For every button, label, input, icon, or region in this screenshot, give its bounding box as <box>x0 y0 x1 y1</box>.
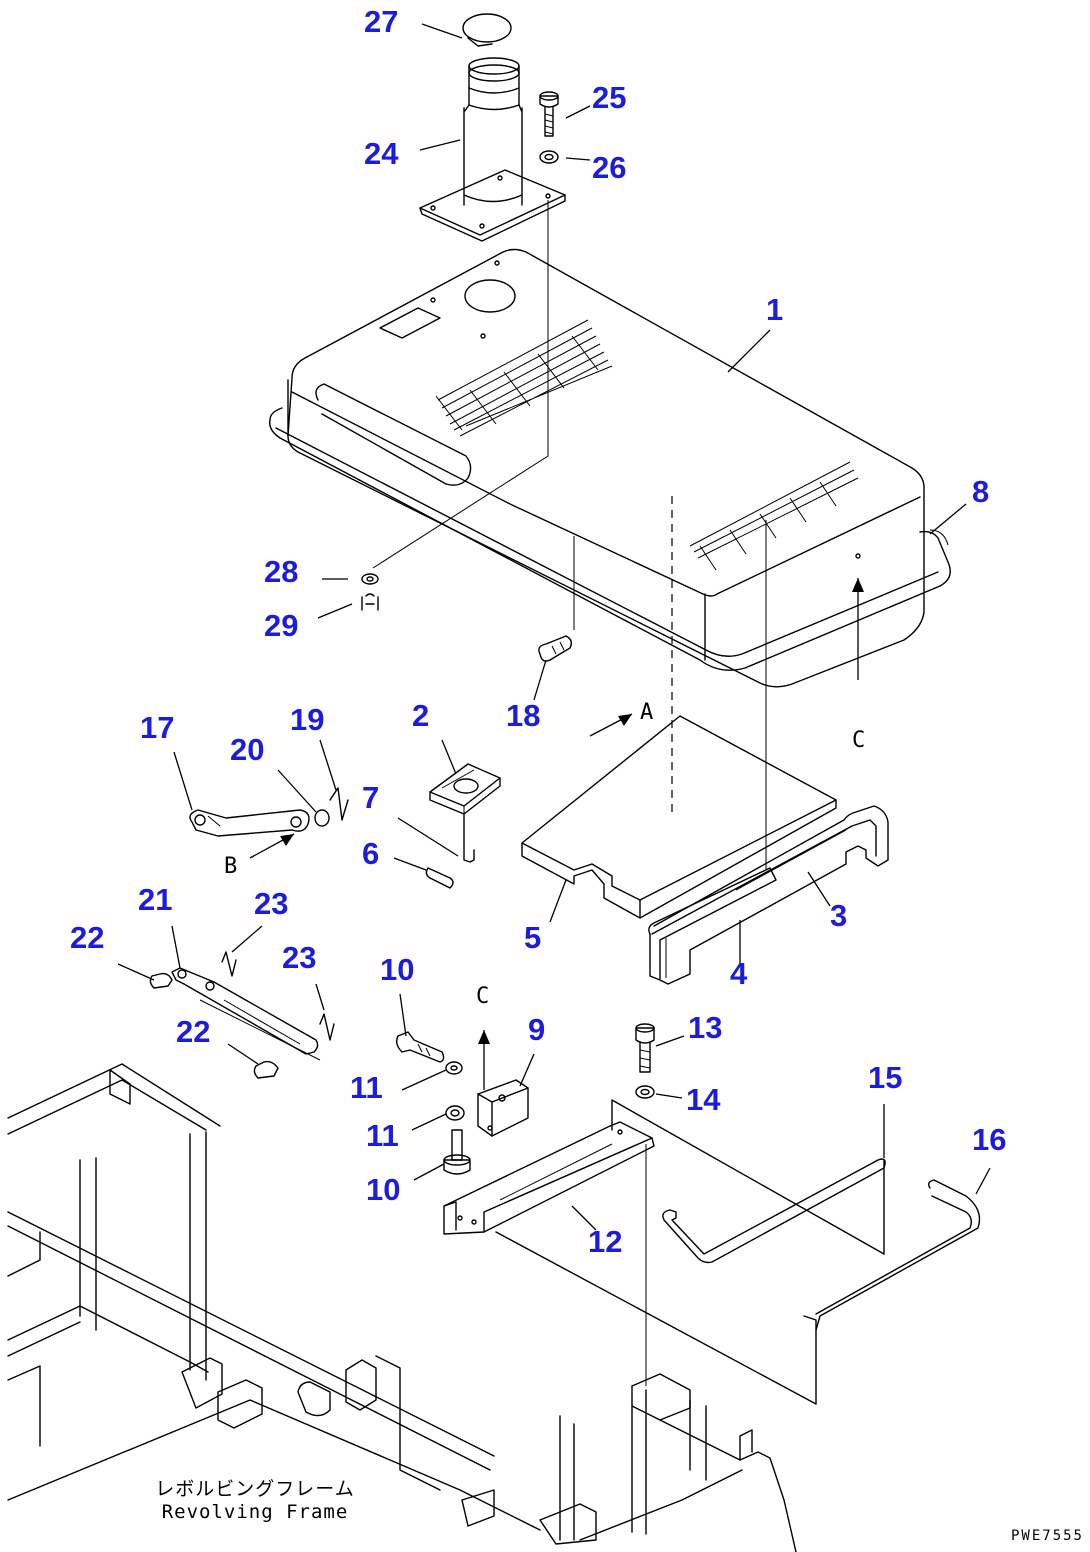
part-11-washer-upper <box>445 1061 463 1075</box>
part-19-clip <box>329 787 349 821</box>
part-29-nut <box>361 593 379 611</box>
part-26-washer <box>539 150 559 164</box>
callout-4: 4 <box>730 956 748 991</box>
reference-letter-c-upper: C <box>852 728 866 753</box>
revolving-frame <box>7 1063 797 1552</box>
part-15-rod <box>662 1158 886 1264</box>
callout-5: 5 <box>524 920 542 955</box>
arrow-to-A <box>589 713 633 737</box>
revolving-frame-label-en: Revolving Frame <box>161 1500 349 1523</box>
callout-26: 26 <box>592 150 627 185</box>
callout-25: 25 <box>592 80 627 115</box>
part-22-bolt-upper <box>149 972 173 989</box>
callout-14: 14 <box>686 1082 721 1117</box>
part-20-collar <box>314 809 330 827</box>
part-9-latch <box>477 1079 529 1137</box>
callout-6: 6 <box>362 836 380 871</box>
part-5-plate <box>521 715 837 919</box>
callout-12: 12 <box>588 1224 623 1259</box>
part-4-bracket <box>648 867 777 985</box>
callout-21: 21 <box>138 882 173 917</box>
callout-23-lower: 23 <box>282 940 317 975</box>
part-1-cover <box>269 248 951 688</box>
arrow-to-B <box>249 833 295 859</box>
part-7-pin <box>463 813 475 863</box>
drawing-code: PWE7555 <box>1010 1528 1084 1544</box>
callout-10-lower: 10 <box>366 1172 401 1207</box>
callout-19: 19 <box>290 702 325 737</box>
callout-1: 1 <box>766 292 784 327</box>
part-13-bolt <box>635 1023 655 1073</box>
callout-2: 2 <box>412 698 430 733</box>
callout-24: 24 <box>364 136 399 171</box>
callout-3: 3 <box>830 898 848 933</box>
callout-11-lower: 11 <box>366 1118 399 1153</box>
part-10-bolt-upper <box>395 1031 445 1063</box>
partition-plate <box>495 1099 885 1405</box>
callout-27: 27 <box>364 4 399 39</box>
callout-16: 16 <box>972 1122 1007 1157</box>
arrow-to-C-upper <box>852 578 864 680</box>
part-28-washer <box>361 573 379 585</box>
callout-22-upper: 22 <box>70 920 105 955</box>
callout-23-upper: 23 <box>254 886 289 921</box>
callout-22-lower: 22 <box>176 1014 211 1049</box>
callout-10-upper: 10 <box>380 952 415 987</box>
part-18-bolt <box>538 635 573 662</box>
part-6-bolt <box>425 867 454 889</box>
callout-17: 17 <box>140 710 175 745</box>
assembly-lines <box>199 200 767 1386</box>
callout-8: 8 <box>972 474 990 509</box>
part-27-cap <box>462 13 512 47</box>
callout-9: 9 <box>528 1012 546 1047</box>
reference-letter-b: B <box>224 854 238 879</box>
part-17-arm <box>189 809 310 837</box>
reference-letter-a: A <box>640 700 654 725</box>
part-12-bracket <box>443 1121 655 1235</box>
arrow-to-C-lower <box>478 1030 490 1090</box>
callout-7: 7 <box>362 780 380 815</box>
callout-15: 15 <box>868 1060 903 1095</box>
part-2-latch-plate <box>429 763 501 815</box>
revolving-frame-label: レボルビングフレーム Revolving Frame <box>150 1478 360 1524</box>
part-3-rail <box>651 805 889 935</box>
part-22-bolt-lower <box>253 1060 279 1079</box>
part-23-clip-lower <box>319 1013 335 1041</box>
part-11-washer-lower <box>445 1105 465 1121</box>
callout-29: 29 <box>264 608 299 643</box>
callout-18: 18 <box>506 698 541 733</box>
part-25-bolt <box>539 91 559 137</box>
part-24-filler-pipe <box>419 57 566 242</box>
part-16-rod <box>815 1179 981 1331</box>
reference-letter-c-lower: C <box>476 984 490 1009</box>
part-23-clip-upper <box>221 951 237 977</box>
revolving-frame-label-jp: レボルビングフレーム <box>155 1478 355 1500</box>
leader-lines <box>117 23 991 1231</box>
part-10-bolt-lower <box>443 1129 471 1175</box>
part-14-washer <box>635 1085 655 1099</box>
callout-20: 20 <box>230 732 265 767</box>
part-8-seal <box>929 529 949 546</box>
callout-11-upper: 11 <box>350 1070 383 1105</box>
callout-28: 28 <box>264 554 299 589</box>
callout-13: 13 <box>688 1010 723 1045</box>
